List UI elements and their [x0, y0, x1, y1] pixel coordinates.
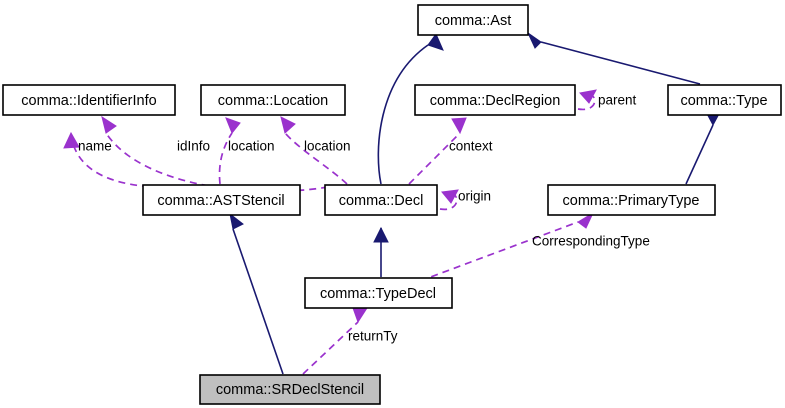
node-box[interactable]: [414, 84, 576, 116]
arrowhead-triangle: [579, 89, 597, 104]
node-label: comma::SRDeclStencil: [216, 382, 364, 398]
edge-decl-origin-self: [439, 189, 459, 211]
node-box[interactable]: [547, 184, 716, 216]
edge-line: [540, 41, 701, 85]
arrowhead-triangle: [101, 115, 117, 134]
edge-aststencil-location-location: [218, 117, 241, 185]
class-node-decl[interactable]: comma::Decl: [324, 184, 438, 216]
edge-label-parent: parent: [598, 93, 637, 108]
edge-decl-to-ast: [377, 33, 444, 185]
arrowhead-triangle: [577, 211, 595, 229]
association-edges: IdentifierInfo --> IdentifierInfo --> Lo…: [63, 89, 597, 375]
class-node-location[interactable]: comma::Location: [200, 84, 346, 116]
edge-typedecl-to-decl: [373, 226, 389, 277]
class-node-ast[interactable]: comma::Ast: [417, 4, 529, 36]
edge-labels: name idInfo location location context pa…: [78, 93, 650, 344]
arrowhead-triangle: [63, 131, 80, 149]
arrowhead-triangle: [526, 31, 542, 49]
edge-label-name: name: [78, 139, 112, 154]
edge-line: [105, 132, 329, 193]
class-node-identifierinfo[interactable]: comma::IdentifierInfo: [2, 84, 176, 116]
node-label: comma::Type: [680, 93, 767, 109]
class-node-srdeclstencil[interactable]: comma::SRDeclStencil: [199, 374, 381, 405]
edge-line: [377, 44, 429, 185]
edge-line: [232, 228, 284, 375]
edge-aststencil-name-identifierinfo: [63, 131, 186, 189]
edge-line: [685, 124, 714, 185]
edge-decl-context-declregion: [408, 117, 467, 185]
arrowhead-triangle: [225, 117, 241, 134]
edge-decl-idinfo-identifierinfo: [101, 115, 329, 193]
edge-line: [408, 132, 461, 185]
arrowhead-triangle: [441, 189, 459, 204]
edge-label-location-2: location: [304, 139, 351, 154]
arrowhead-triangle: [373, 226, 389, 243]
edge-label-origin: origin: [458, 189, 491, 204]
edge-line: [218, 132, 233, 185]
class-node-type[interactable]: comma::Type: [667, 84, 782, 116]
node-box[interactable]: [417, 4, 529, 36]
node-box[interactable]: [667, 84, 782, 116]
class-node-aststencil[interactable]: comma::ASTStencil: [142, 184, 301, 216]
node-label: comma::Decl: [339, 193, 424, 209]
edge-typedecl-correspondingtype-primarytype: [419, 211, 595, 282]
edge-decl-location-location: [280, 116, 348, 185]
node-box[interactable]: [324, 184, 438, 216]
node-label: comma::DeclRegion: [430, 93, 561, 109]
edge-line: [302, 321, 359, 375]
node-label: comma::IdentifierInfo: [21, 93, 156, 109]
class-nodes: comma::Ast comma::IdentifierInfo comma::…: [2, 4, 782, 405]
node-box[interactable]: [142, 184, 301, 216]
edge-label-returnty: returnTy: [348, 329, 398, 344]
node-box[interactable]: [2, 84, 176, 116]
class-node-primarytype[interactable]: comma::PrimaryType: [547, 184, 716, 216]
class-node-declregion[interactable]: comma::DeclRegion: [414, 84, 576, 116]
node-label: comma::TypeDecl: [320, 286, 436, 302]
node-label: comma::Ast: [435, 13, 512, 29]
edge-line: [419, 221, 579, 282]
edge-srdeclstencil-to-aststencil: [229, 212, 284, 375]
node-box[interactable]: [304, 277, 453, 309]
arrowhead-triangle: [427, 33, 444, 51]
edge-label-location-1: location: [228, 139, 275, 154]
arrowhead-triangle: [451, 117, 467, 135]
node-label: comma::Location: [218, 93, 328, 109]
edge-declregion-parent-self: [577, 89, 597, 111]
node-label: comma::ASTStencil: [157, 193, 284, 209]
edge-line: [284, 132, 348, 185]
arrowhead-triangle: [352, 307, 368, 324]
edge-primarytype-to-type: [685, 109, 721, 185]
edge-type-to-ast: [526, 31, 701, 85]
node-box[interactable]: [199, 374, 381, 405]
arrowhead-triangle: [229, 212, 244, 230]
inheritance-edges: [229, 31, 721, 375]
edge-label-correspondingtype: CorrespondingType: [532, 234, 650, 249]
edge-label-idinfo: idInfo: [177, 139, 210, 154]
node-label: comma::PrimaryType: [563, 193, 700, 209]
arrowhead-triangle: [280, 116, 296, 134]
edge-label-context: context: [449, 139, 493, 154]
node-box[interactable]: [200, 84, 346, 116]
class-node-typedecl[interactable]: comma::TypeDecl: [304, 277, 453, 309]
